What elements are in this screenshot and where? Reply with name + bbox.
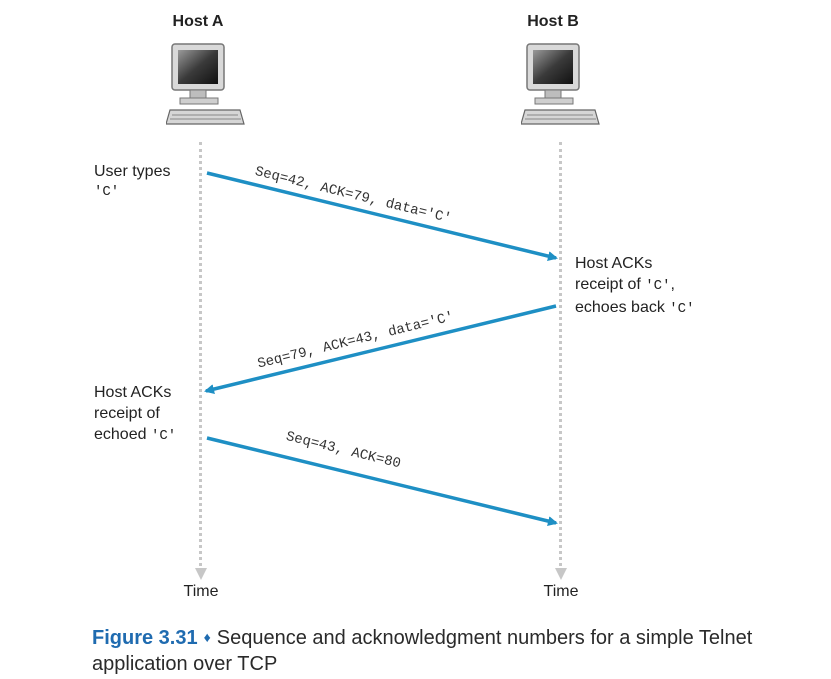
note-line: receipt of	[94, 405, 160, 422]
caption-text: Sequence and acknowledgment numbers for …	[92, 627, 753, 675]
message-arrow-3	[206, 436, 558, 526]
host-b-time-arrow-icon	[555, 568, 567, 580]
note-line: echoed 'C'	[94, 424, 176, 447]
note-text: receipt of	[575, 276, 646, 293]
host-b-timeline	[559, 142, 562, 572]
note-code: 'C'	[94, 184, 120, 200]
message-arrow-2	[204, 304, 557, 394]
note-code: 'C'	[150, 428, 177, 444]
host-a-computer-icon	[166, 43, 245, 125]
host-b-computer-icon	[521, 43, 600, 125]
note-line: Host ACKs	[94, 384, 172, 401]
note-line: User types	[94, 163, 171, 180]
host-a-timeline	[199, 142, 202, 572]
figure-caption: Figure 3.31 ♦Sequence and acknowledgment …	[92, 624, 812, 677]
note-host-a-acks: Host ACKs receipt of echoed 'C'	[94, 382, 176, 447]
note-text: ,	[670, 276, 675, 293]
note-user-types: User types 'C'	[94, 161, 170, 203]
figure-number: Figure 3.31	[92, 627, 198, 649]
diamond-separator-icon: ♦	[203, 629, 211, 645]
note-text: echoed	[94, 426, 151, 443]
note-text: echoes back	[575, 299, 670, 316]
note-line: echoes back 'C'	[575, 297, 695, 320]
note-code: 'C'	[669, 301, 695, 317]
note-host-b-acks: Host ACKs receipt of 'C', echoes back 'C…	[575, 253, 695, 320]
note-line: receipt of 'C',	[575, 274, 695, 297]
host-a-time-label: Time	[183, 583, 219, 600]
host-b-label: Host B	[527, 13, 579, 30]
message-arrow-1	[206, 171, 558, 261]
host-a-time-arrow-icon	[195, 568, 207, 580]
note-code: 'C'	[645, 278, 671, 294]
note-line: Host ACKs	[575, 255, 653, 272]
host-b-time-label: Time	[543, 583, 579, 600]
host-a-label: Host A	[172, 13, 224, 30]
